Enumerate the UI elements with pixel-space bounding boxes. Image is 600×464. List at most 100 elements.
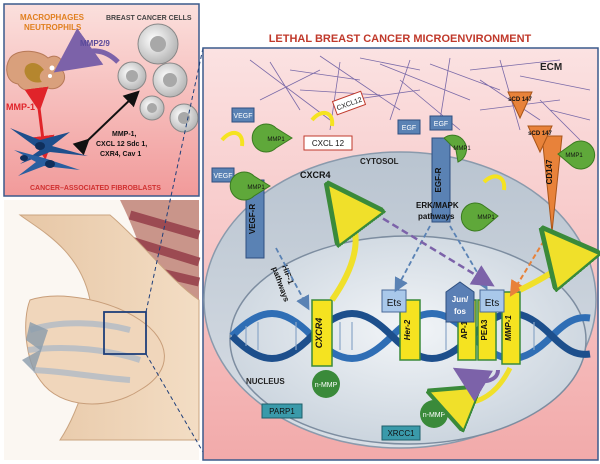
mmp1-label-2: MMP1 — [247, 185, 265, 191]
cxcl12-label: CXCL 12 — [312, 139, 345, 148]
cytosol-label: CYTOSOL — [360, 157, 399, 166]
nipple-region — [22, 322, 48, 372]
mmp1-enzyme-1 — [251, 123, 293, 153]
junfos-factor — [445, 281, 475, 323]
egf-ligand-2 — [429, 115, 453, 131]
erk-line1: ERK/MAPK — [416, 201, 459, 210]
cancer-cell-nucleus — [163, 73, 177, 87]
mmp1-label-3: MMP1 — [453, 146, 471, 152]
vegf-label-1: VEGF — [213, 173, 232, 180]
fibroblast-cluster — [10, 128, 88, 176]
egf-label-1: EGF — [402, 125, 416, 132]
gene-cxcr4-box — [311, 299, 333, 367]
neutrophils-label: NEUTROPHILS — [24, 23, 82, 32]
scd147-label-1: sCD 147 — [508, 97, 532, 103]
cancer-cell-cluster — [117, 23, 199, 133]
macrophages-label: MACROPHAGES — [20, 13, 85, 22]
cd147-label: CD147 — [545, 159, 554, 184]
main-panel: LETHAL BREAST CANCER MICROENVIRONMENT EC… — [202, 33, 598, 461]
vegfr-label: VEGF-R — [248, 204, 257, 234]
gene-mmp1-label: MMP-1 — [504, 315, 513, 341]
breast-illustration — [4, 47, 204, 460]
ets-label-2: Ets — [485, 298, 499, 309]
cancer-cell-nucleus — [178, 112, 190, 124]
vegf-ligand-1 — [211, 167, 235, 183]
cancer-cell-nucleus — [150, 36, 166, 52]
fibroblast — [10, 128, 88, 164]
scd147-ligand-2 — [527, 125, 553, 154]
egfr-receptor — [431, 137, 451, 223]
mmp1-label-1: MMP1 — [267, 137, 285, 143]
fibroblast-nucleus — [45, 160, 55, 168]
crescent-mark — [310, 110, 335, 127]
vegf-label-2: VEGF — [233, 113, 252, 120]
neutrophil-granule — [49, 65, 55, 71]
gene-cxcr4-label: CXCR4 — [314, 318, 324, 349]
gene-pea3-label: PEA3 — [480, 319, 489, 340]
fibroblast-nucleus — [20, 155, 28, 161]
nmmp-label-2: n-MMP — [423, 412, 446, 419]
factors-line2: CXCL 12 Sdc 1, — [96, 141, 147, 148]
xrcc1-label: XRCC1 — [387, 429, 415, 438]
ets-factor-1 — [381, 289, 407, 313]
crescent-mark — [220, 130, 245, 147]
fibroblasts-label: CANCER–ASSOCIATED FIBROBLASTS — [30, 185, 161, 192]
cd147-receptor — [541, 135, 563, 233]
egf-ligand-1 — [397, 119, 421, 135]
gene-her2-box — [399, 299, 421, 361]
egfr-label: EGF-R — [434, 167, 443, 192]
mmp1-label-5: MMP1 — [477, 215, 495, 221]
mmp1-inset-label: MMP-1 — [6, 102, 35, 112]
zoom-box — [103, 311, 147, 355]
gene-ap1-label: AP-1 — [460, 320, 469, 339]
junfos-line2: fos — [454, 307, 467, 316]
cancer-cell-nucleus — [126, 70, 138, 82]
junfos-line1: Jun/ — [452, 295, 469, 304]
nucleus-label: NUCLEUS — [246, 377, 285, 386]
neutrophil-nucleus — [24, 63, 44, 83]
mmp29-label: MMP2/9 — [80, 39, 110, 48]
factors-line3: CXR4, Cav 1 — [100, 151, 141, 158]
mmp1-enzyme-5 — [460, 202, 499, 232]
zoom-line-bottom — [145, 353, 204, 453]
scd147-label-2: sCD 147 — [528, 131, 552, 137]
hif-arrow — [275, 247, 310, 311]
cancer-cell-nucleus — [147, 103, 157, 113]
ets-factor-2 — [479, 289, 505, 313]
nmmp-blob-1 — [312, 370, 340, 398]
erk-line2: pathways — [418, 212, 455, 221]
parp1-box — [261, 403, 303, 419]
breast-cancer-cells-label: BREAST CANCER CELLS — [106, 15, 192, 22]
gene-her2-label: Her-2 — [403, 319, 412, 340]
mmp1-enzyme-3 — [443, 134, 467, 163]
ecm-fibers — [249, 55, 591, 141]
parp1-label: PARP1 — [269, 407, 295, 416]
cxcr4-expression-arrow — [332, 206, 356, 302]
xrcc1-box — [381, 425, 421, 441]
ecm-label: ECM — [540, 62, 562, 73]
vegf-ligand-2 — [231, 107, 255, 123]
zoom-line-top — [145, 47, 204, 313]
crosstalk-double-arrow — [72, 90, 140, 156]
egf-label-2: EGF — [434, 121, 448, 128]
neutrophil-granule — [48, 74, 52, 78]
gene-loop-arrow — [452, 367, 500, 402]
cxcl12-floating — [331, 90, 367, 116]
mmp29-arrow — [53, 28, 120, 73]
mmp1-enzyme-2 — [229, 171, 271, 201]
mmp1-label-4: MMP1 — [565, 153, 583, 159]
cxcr4-receptor-label: CXCR4 — [300, 170, 331, 180]
inset-panel: MACROPHAGES NEUTROPHILS BREAST CANCER CE… — [3, 3, 200, 197]
factors-line1: MMP-1, — [112, 131, 137, 138]
crescent-mark — [482, 174, 507, 191]
cxcl12-ligand — [303, 135, 353, 151]
nmmp-label-1: n-MMP — [315, 382, 338, 389]
mmp1-enzyme-4 — [557, 140, 596, 170]
fibroblast-nucleus — [35, 142, 45, 150]
scd147-ligand-1 — [507, 91, 533, 120]
mmp1-expression-arrow — [518, 250, 564, 293]
ets-label-1: Ets — [387, 298, 401, 309]
main-title: LETHAL BREAST CANCER MICROENVIRONMENT — [269, 33, 532, 45]
erk-arrow-1 — [394, 225, 431, 293]
